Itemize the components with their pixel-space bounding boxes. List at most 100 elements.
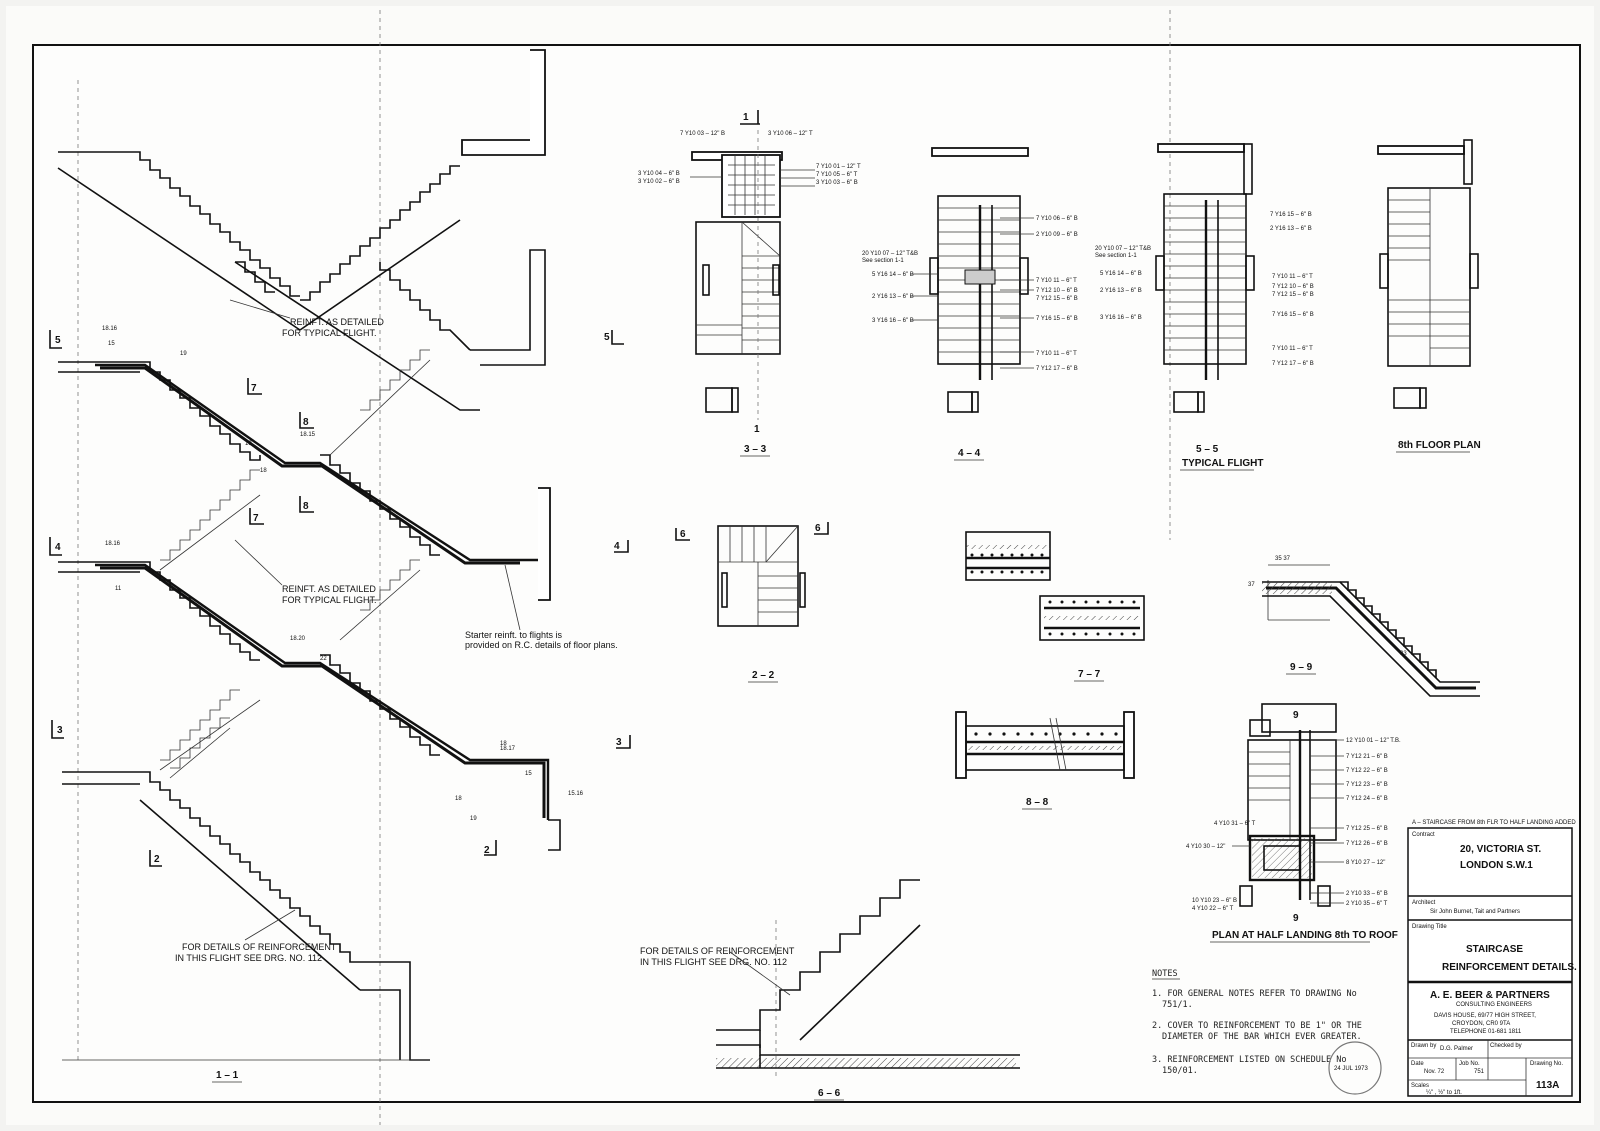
svg-text:3 Y10 04 – 6" B: 3 Y10 04 – 6" B	[638, 171, 680, 177]
marker-2: 2	[154, 854, 160, 865]
drawing-title-2: REINFORCEMENT DETAILS.	[1442, 962, 1577, 973]
firm-name: A. E. BEER & PARTNERS	[1430, 990, 1550, 1001]
svg-text:18.17: 18.17	[500, 746, 516, 752]
notes-block: NOTES 1. FOR GENERAL NOTES REFER TO DRAW…	[1152, 969, 1382, 1095]
svg-text:Drawing No.: Drawing No.	[1530, 1061, 1563, 1067]
section-label-8th-floor-plan: 8th FLOOR PLAN	[1398, 440, 1481, 451]
svg-text:Drawn by: Drawn by	[1411, 1043, 1436, 1049]
section-label-9-9: 9 – 9	[1290, 662, 1313, 673]
section-8-8: 8 – 8	[955, 711, 1135, 810]
svg-text:Scales: Scales	[1411, 1083, 1429, 1089]
svg-text:7 Y10 11 – 6" T: 7 Y10 11 – 6" T	[1036, 351, 1077, 357]
svg-text:2 Y10 35 – 6" T: 2 Y10 35 – 6" T	[1346, 901, 1388, 907]
svg-text:10 Y10 23 – 6" B: 10 Y10 23 – 6" B	[1192, 898, 1237, 904]
note-reinft-typical-1: REINFT. AS DETAILED FOR TYPICAL FLIGHT.	[282, 317, 386, 338]
title-block: A – STAIRCASE FROM 8th FLR TO HALF LANDI…	[1407, 820, 1577, 1097]
svg-text:18: 18	[455, 796, 462, 802]
svg-text:3: 3	[616, 737, 622, 748]
svg-text:18.20: 18.20	[290, 636, 306, 642]
svg-text:15: 15	[108, 341, 115, 347]
stamp-date: 24 JUL 1973	[1334, 1066, 1368, 1072]
svg-text:7 Y10 05 – 6" T: 7 Y10 05 – 6" T	[816, 172, 858, 178]
note-details-reinforcement-2: FOR DETAILS OF REINFORCEMENT IN THIS FLI…	[640, 946, 797, 967]
svg-text:4: 4	[614, 541, 620, 552]
svg-text:7 Y12 10 – 6" B: 7 Y12 10 – 6" B	[1036, 288, 1078, 294]
svg-text:18.15: 18.15	[300, 432, 316, 438]
section-1-1: 18.16 15 19 19 18 18.15 18.16 11 18.20 2…	[49, 49, 618, 1083]
svg-text:7 Y16 15 – 6" B: 7 Y16 15 – 6" B	[1036, 316, 1078, 322]
svg-text:7 Y12 17 – 6" B: 7 Y12 17 – 6" B	[1036, 366, 1078, 372]
job-number: 751	[1474, 1069, 1485, 1075]
marker-3: 3	[57, 725, 63, 736]
section-6-6: FOR DETAILS OF REINFORCEMENT IN THIS FLI…	[640, 879, 1020, 1101]
notes-heading: NOTES	[1152, 969, 1178, 979]
marker-2b: 2	[484, 845, 490, 856]
svg-text:7 Y12 26 – 6" B: 7 Y12 26 – 6" B	[1346, 841, 1388, 847]
marker-4: 4	[55, 542, 61, 553]
svg-text:5 Y16 14 – 6" B: 5 Y16 14 – 6" B	[872, 272, 914, 278]
svg-text:7 Y10 06 – 6" B: 7 Y10 06 – 6" B	[1036, 216, 1078, 222]
svg-text:3 Y10 03 – 6" B: 3 Y10 03 – 6" B	[816, 180, 858, 186]
svg-text:7 Y12 24 – 6" B: 7 Y12 24 – 6" B	[1346, 796, 1388, 802]
svg-text:6: 6	[815, 523, 821, 534]
section-label-5-5: 5 – 5	[1196, 444, 1219, 455]
svg-text:6: 6	[680, 529, 686, 540]
svg-text:See section 1-1: See section 1-1	[1095, 253, 1137, 259]
svg-text:2 Y16 13 – 6" B: 2 Y16 13 – 6" B	[872, 294, 914, 300]
drawn-by: D.G. Palmer	[1440, 1046, 1473, 1052]
section-5-5: 5 – 5 TYPICAL FLIGHT 20 Y10 07 – 12" T&B…	[1095, 143, 1314, 471]
drawing-number: 113A	[1536, 1080, 1559, 1091]
svg-text:Date: Date	[1411, 1061, 1424, 1067]
svg-text:7 Y10 11 – 6" T: 7 Y10 11 – 6" T	[1272, 346, 1313, 352]
svg-text:3 Y16 16 – 6" B: 3 Y16 16 – 6" B	[1100, 315, 1142, 321]
svg-text:18.16: 18.16	[105, 541, 121, 547]
svg-text:3 Y16 16 – 6" B: 3 Y16 16 – 6" B	[872, 318, 914, 324]
svg-text:2 Y16 13 – 6" B: 2 Y16 13 – 6" B	[1100, 288, 1142, 294]
revision-note: A – STAIRCASE FROM 8th FLR TO HALF LANDI…	[1412, 820, 1576, 826]
svg-text:22: 22	[320, 656, 327, 662]
svg-text:7 Y12 15 – 6" B: 7 Y12 15 – 6" B	[1272, 292, 1314, 298]
section-label-typical-flight: TYPICAL FLIGHT	[1182, 458, 1263, 469]
section-9-9: 9 – 9 35 37 37 33	[1248, 556, 1480, 697]
architect-name: Sir John Burnet, Tait and Partners	[1430, 909, 1520, 915]
svg-text:12 Y10 01 – 12" T.B.: 12 Y10 01 – 12" T.B.	[1346, 738, 1401, 744]
svg-text:7 Y16 15 – 6" B: 7 Y16 15 – 6" B	[1270, 212, 1312, 218]
svg-text:15.16: 15.16	[568, 791, 584, 797]
section-2-2: 6 6 4 2 – 2 3	[614, 522, 829, 749]
svg-text:18.16: 18.16	[102, 326, 118, 332]
svg-text:18: 18	[500, 741, 507, 747]
section-label-8-8: 8 – 8	[1026, 797, 1049, 808]
svg-text:4 Y10 22 – 6" T: 4 Y10 22 – 6" T	[1192, 906, 1234, 912]
svg-text:9: 9	[1293, 913, 1299, 924]
svg-text:2 Y10 33 – 6" B: 2 Y10 33 – 6" B	[1346, 891, 1388, 897]
section-label-2-2: 2 – 2	[752, 670, 775, 681]
marker-7b: 7	[253, 513, 259, 524]
svg-text:CONSULTING ENGINEERS: CONSULTING ENGINEERS	[1456, 1002, 1532, 1008]
drawing-title-1: STAIRCASE	[1466, 944, 1523, 955]
svg-text:7 Y16 15 – 6" B: 7 Y16 15 – 6" B	[1272, 312, 1314, 318]
project-line-1: 20, VICTORIA ST.	[1460, 844, 1541, 855]
svg-text:Drawing Title: Drawing Title	[1412, 924, 1447, 930]
project-line-2: LONDON S.W.1	[1460, 860, 1533, 871]
note-2: 2. COVER TO REINFORCEMENT TO BE 1" OR TH…	[1152, 1021, 1367, 1042]
section-label-6-6: 6 – 6	[818, 1088, 841, 1099]
section-label-7-7: 7 – 7	[1078, 669, 1101, 680]
svg-text:1: 1	[754, 424, 760, 435]
drawing-border	[32, 44, 1581, 1103]
svg-text:3 Y10 02 – 6" B: 3 Y10 02 – 6" B	[638, 179, 680, 185]
svg-text:15: 15	[525, 771, 532, 777]
svg-text:7 Y10 03 – 12" B: 7 Y10 03 – 12" B	[680, 131, 725, 137]
section-label-1-1: 1 – 1	[216, 1070, 239, 1081]
svg-text:33: 33	[1400, 651, 1407, 657]
note-1: 1. FOR GENERAL NOTES REFER TO DRAWING No…	[1152, 989, 1362, 1010]
svg-text:See section 1-1: See section 1-1	[862, 258, 904, 264]
marker-5: 5	[55, 335, 61, 346]
section-label-4-4: 4 – 4	[958, 448, 981, 459]
svg-text:5: 5	[604, 332, 610, 343]
svg-text:11: 11	[115, 586, 122, 592]
note-starter-reinft: Starter reinft. to flights is provided o…	[465, 630, 618, 650]
svg-text:7 Y12 10 – 6" B: 7 Y12 10 – 6" B	[1272, 284, 1314, 290]
svg-text:9: 9	[1293, 710, 1299, 721]
received-stamp	[1328, 1041, 1382, 1095]
